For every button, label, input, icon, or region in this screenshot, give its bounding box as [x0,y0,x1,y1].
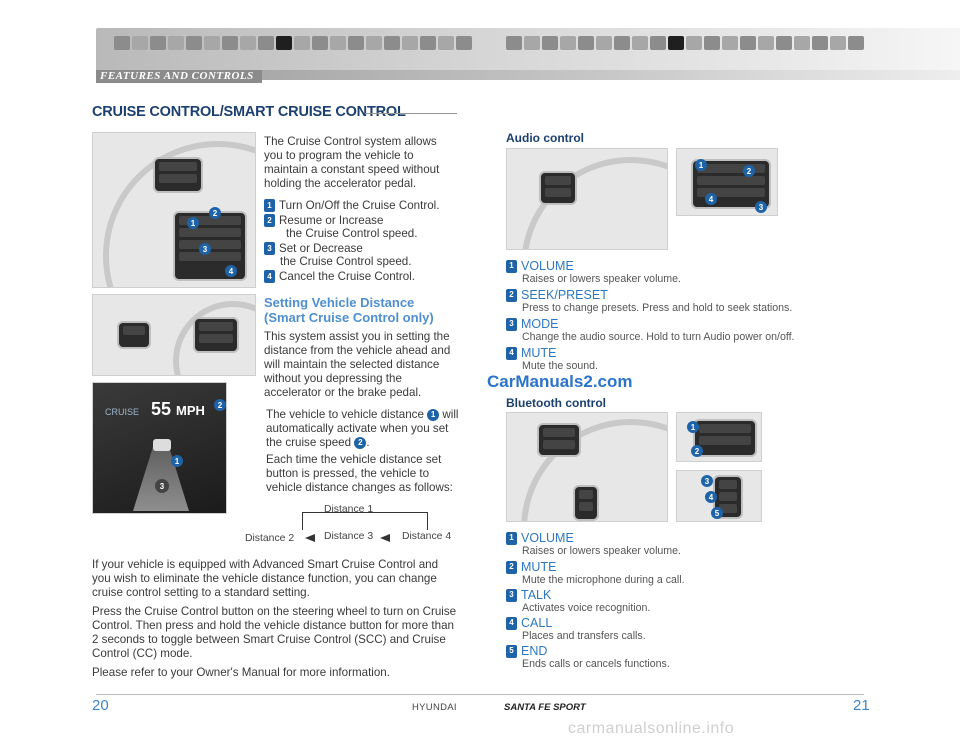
footer-brand: HYUNDAI [412,702,457,713]
bt-tag-1: 1 [687,421,699,433]
distance-4-label: Distance 4 [402,531,452,542]
section-label: FEATURES AND CONTROLS [96,70,262,83]
photo-tag-3: 3 [199,243,211,255]
panel-tag-2: 2 [214,399,226,411]
audio-tag-1: 1 [695,159,707,171]
cruise-indicator: CRUISE [105,407,140,417]
panel-tag-3: 3 [155,479,169,493]
feature-icon-strip-left [114,36,472,50]
page-number-right: 21 [853,697,870,714]
bt-tag-5: 5 [711,507,723,519]
panel-tag-1: 1 [171,455,183,467]
cluster-display: CRUISE 55 MPH 2 1 3 [92,382,227,514]
audio-tag-2: 2 [743,165,755,177]
bluetooth-heading: Bluetooth control [506,396,606,410]
bt-tag-3: 3 [701,475,713,487]
audio-buttons-closeup: 1 2 4 3 [676,148,778,216]
cruise-buttons-photo: 1 2 3 4 [92,132,256,288]
car-ahead-icon [153,439,171,451]
bluetooth-wheel-photo [506,412,668,522]
watermark-text: CarManuals2.com [487,372,633,391]
footer-model: SANTA FE SPORT [504,702,586,713]
audio-heading: Audio control [506,131,584,145]
photo-tag-1: 1 [187,217,199,229]
page-title: CRUISE CONTROL/SMART CRUISE CONTROL [92,104,406,120]
photo-tag-4: 4 [225,265,237,277]
footer-divider [96,694,864,695]
distance-loop-line [302,512,428,530]
audio-tag-3: 3 [755,201,767,213]
bt-tag-2: 2 [691,445,703,457]
bluetooth-lower-closeup: 3 4 5 [676,470,762,522]
auto-distance-text: The vehicle to vehicle distance 1 will a… [266,408,459,449]
scc-paragraph-1: If your vehicle is equipped with Advance… [92,558,439,599]
title-divider [365,113,457,114]
distance-button-photo [92,294,256,376]
photo-tag-2: 2 [209,207,221,219]
audio-tag-4: 4 [705,193,717,205]
distance-heading: Setting Vehicle Distance(Smart Cruise Co… [264,295,434,325]
audio-wheel-photo [506,148,668,250]
distance-3-label: Distance 3 [324,531,374,542]
scc-paragraph-3: Please refer to your Owner's Manual for … [92,666,390,679]
distance-2-label: Distance 2 [245,533,295,544]
page-number-left: 20 [92,697,109,714]
bt-tag-4: 4 [705,491,717,503]
distance-1-label: Distance 1 [324,504,374,515]
site-watermark: carmanualsonline.info [568,720,735,737]
arrow-left-icon-2 [380,534,390,542]
feature-icon-strip-right [506,36,864,50]
bluetooth-upper-closeup: 1 2 [676,412,762,462]
arrow-left-icon [305,534,315,542]
scc-paragraph-2: Press the Cruise Control button on the s… [92,605,457,660]
speed-readout: 55 MPH [151,399,205,419]
